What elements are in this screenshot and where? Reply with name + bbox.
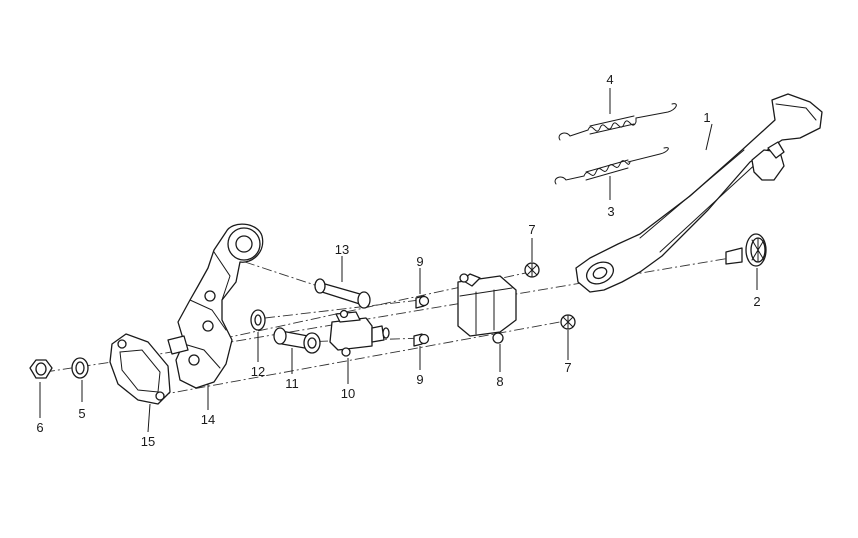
callout-10: 10 <box>341 386 355 401</box>
part-washer <box>250 309 266 331</box>
leader-lines <box>39 88 758 433</box>
part-small-bolt-upper <box>415 295 430 309</box>
callout-9-lower: 9 <box>416 372 423 387</box>
callout-15: 15 <box>141 434 155 449</box>
part-screw-upper <box>524 262 540 278</box>
part-bracket <box>167 223 264 389</box>
part-side-stand-leg <box>575 93 823 293</box>
part-pin <box>314 278 371 309</box>
callout-4: 4 <box>606 72 613 87</box>
part-mounting-plate <box>109 333 171 405</box>
part-bolt-right <box>725 233 767 267</box>
part-small-bolt-lower <box>413 333 430 347</box>
callout-7-upper: 7 <box>528 222 535 237</box>
part-screw-lower <box>560 314 576 330</box>
part-sleeve <box>273 327 321 354</box>
part-nut <box>29 359 53 379</box>
part-washer-left <box>71 357 89 379</box>
callout-7-lower: 7 <box>564 360 571 375</box>
part-spring-upper <box>558 103 677 141</box>
part-switch-housing <box>457 273 517 344</box>
part-switch <box>329 309 390 357</box>
callout-9-upper: 9 <box>416 254 423 269</box>
callout-1: 1 <box>703 110 710 125</box>
part-spring-lower <box>554 147 669 185</box>
callout-3: 3 <box>607 204 614 219</box>
callout-13: 13 <box>335 242 349 257</box>
callout-14: 14 <box>201 412 215 427</box>
callout-11: 11 <box>285 376 299 391</box>
callout-5: 5 <box>78 406 85 421</box>
callout-2: 2 <box>753 294 760 309</box>
callout-labels: 1 2 3 4 5 6 7 7 8 9 9 10 11 12 13 14 15 <box>36 72 760 449</box>
callout-6: 6 <box>36 420 43 435</box>
callout-12: 12 <box>251 364 265 379</box>
callout-8: 8 <box>496 374 503 389</box>
